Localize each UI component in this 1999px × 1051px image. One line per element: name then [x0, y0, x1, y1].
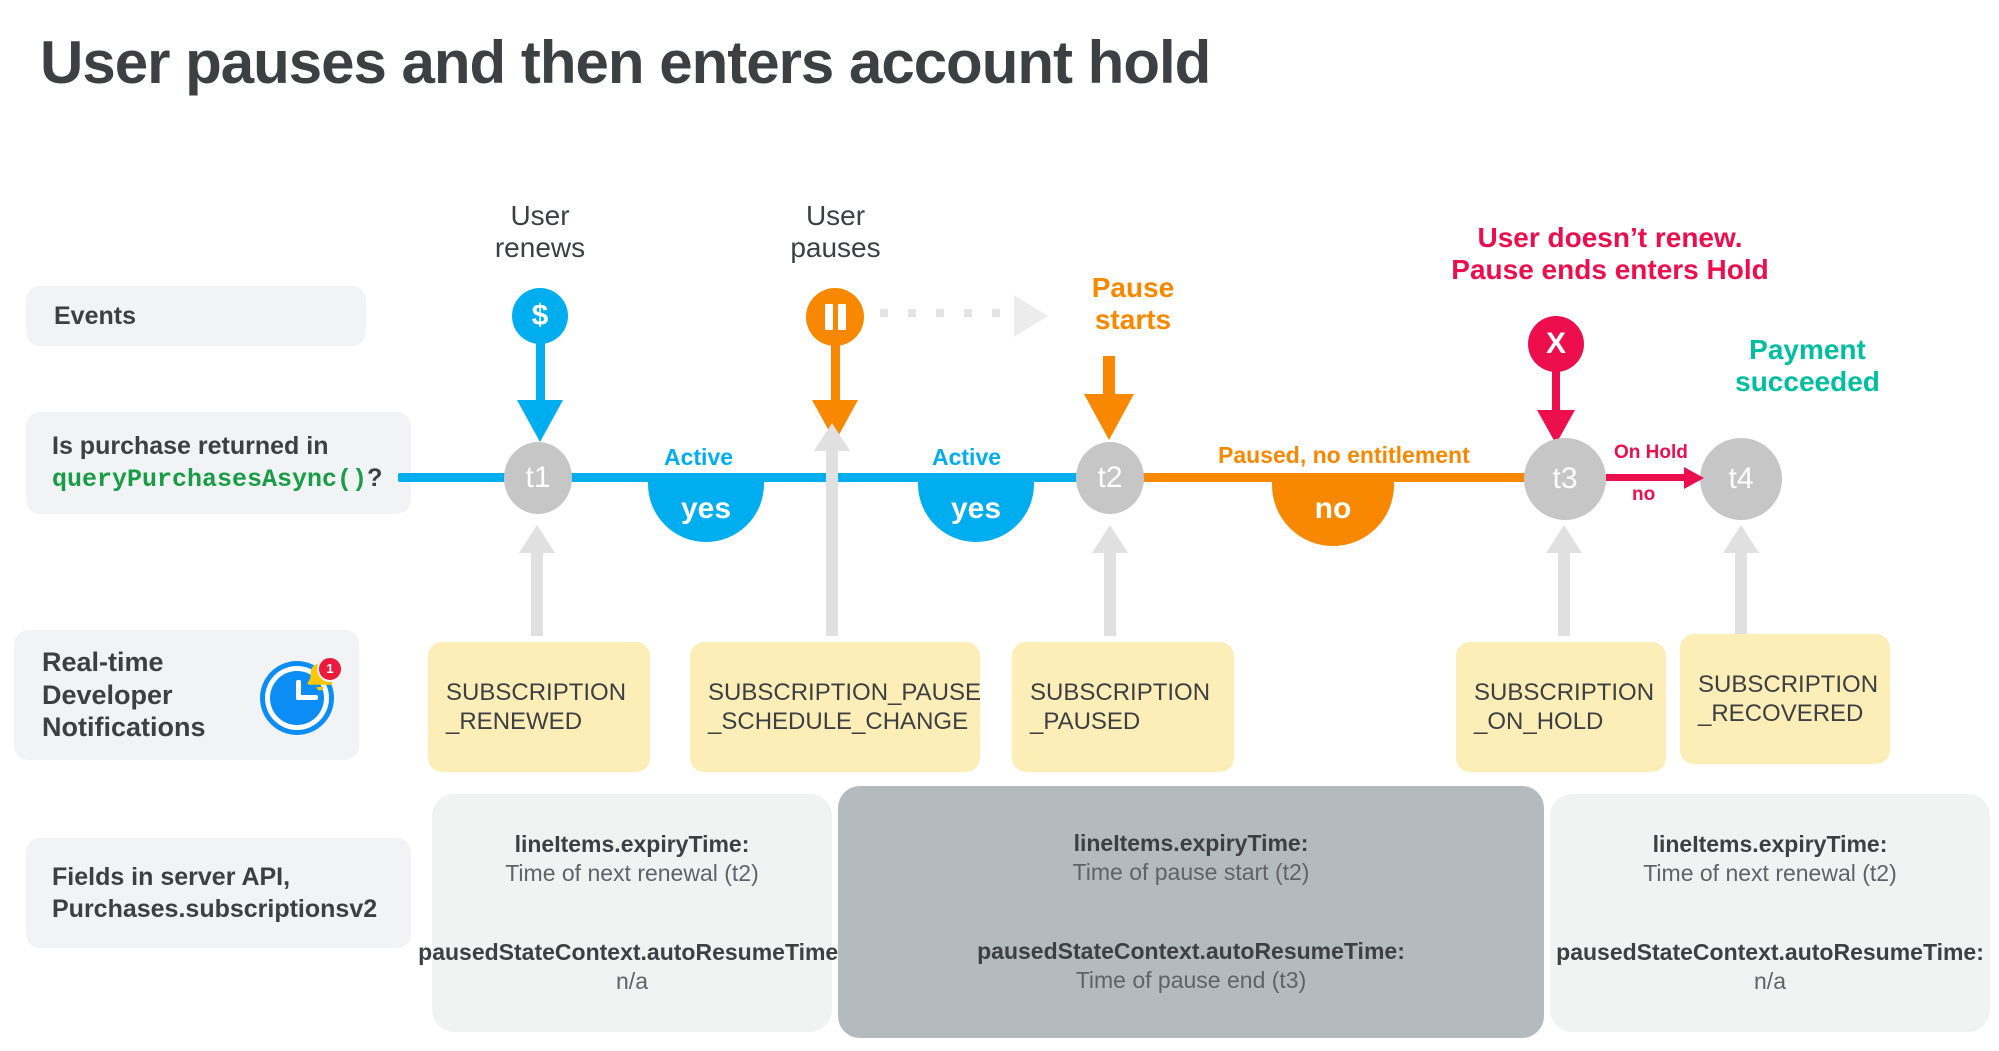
row-label-rtdn: Real-time Developer Notifications 1	[14, 630, 359, 760]
uparrow-shaft-1	[531, 548, 543, 636]
field-expiry-renewal: lineItems.expiryTime: Time of next renew…	[505, 831, 759, 887]
event-icon-dollar: $	[512, 288, 568, 344]
segment-label-on-hold: On Hold	[1614, 442, 1688, 463]
notification-count-badge: 1	[317, 656, 343, 682]
arrow-shaft-no-renew	[1552, 370, 1560, 414]
uparrow-head-2	[814, 423, 850, 451]
uparrow-head-4	[1546, 525, 1582, 553]
answer-badge-no-on-hold: no	[1632, 484, 1656, 505]
purchase-question-code: queryPurchasesAsync()	[52, 465, 368, 494]
event-label-payment-succeeded: Payment succeeded	[1735, 334, 1880, 397]
field-expiry-recovered: lineItems.expiryTime: Time of next renew…	[1643, 831, 1897, 887]
dollar-glyph: $	[531, 299, 549, 332]
rtdn-box-subscription-renewed[interactable]: SUBSCRIPTION _RENEWED	[428, 642, 650, 772]
timeline-node-t3[interactable]: t3	[1524, 438, 1606, 520]
rtdn-box-subscription-paused[interactable]: SUBSCRIPTION _PAUSED	[1012, 642, 1234, 772]
timeline-node-t1[interactable]: t1	[504, 442, 572, 514]
on-hold-arrow-shaft	[1606, 474, 1690, 481]
event-label-user-renews: User renews	[494, 200, 586, 263]
rtdn-box-subscription-pause-schedule-change[interactable]: SUBSCRIPTION_PAUSE _SCHEDULE_CHANGE	[690, 642, 981, 772]
timeline-track-active	[398, 473, 1490, 482]
rtdn-box-subscription-recovered[interactable]: SUBSCRIPTION _RECOVERED	[1680, 634, 1890, 764]
timeline-node-t4[interactable]: t4	[1700, 438, 1782, 520]
event-icon-x: X	[1528, 316, 1584, 372]
event-label-user-pauses: User pauses	[790, 200, 881, 263]
uparrow-head-3	[1092, 525, 1128, 553]
arrow-head-user-renews	[517, 400, 563, 442]
purchase-question-line1: Is purchase returned in	[52, 432, 329, 460]
segment-label-active-2: Active	[932, 444, 1002, 470]
clock-hand-vertical	[296, 680, 301, 700]
page-title: User pauses and then enters account hold	[40, 29, 1211, 96]
ghost-arrow-head	[1014, 295, 1048, 337]
arrow-shaft-user-pauses	[831, 344, 840, 404]
purchase-question-suffix: ?	[367, 464, 383, 492]
arrow-shaft-user-renews	[536, 342, 545, 404]
field-value-resume: Time of pause end (t3)	[1075, 967, 1307, 993]
row-label-server-api-fields: Fields in server API, Purchases.subscrip…	[26, 838, 411, 948]
x-glyph: X	[1545, 327, 1566, 360]
row-label-events: Events	[26, 286, 366, 346]
arrow-shaft-pause-starts	[1103, 356, 1115, 398]
row-label-purchase-returned: Is purchase returned in queryPurchasesAs…	[26, 412, 411, 514]
field-panel-renewal: lineItems.expiryTime: Time of next renew…	[418, 794, 846, 1032]
uparrow-head-5	[1723, 525, 1759, 553]
field-resume-recovered: pausedStateContext.autoResumeTime: n/a	[1556, 939, 1984, 995]
answer-badge-yes-1: yes	[648, 478, 764, 542]
rtdn-box-subscription-on-hold[interactable]: SUBSCRIPTION _ON_HOLD	[1456, 642, 1666, 772]
clock-bell-notification-icon: 1	[261, 656, 343, 734]
field-key-resume: pausedStateContext.autoResumeTime:	[418, 939, 846, 965]
uparrow-shaft-3	[1104, 548, 1116, 636]
row-label-purchase-text: Is purchase returned in queryPurchasesAs…	[52, 430, 382, 496]
segment-label-paused: Paused, no entitlement	[1218, 442, 1470, 468]
answer-badge-yes-2: yes	[918, 478, 1034, 542]
event-label-pause-starts: Pause starts	[1091, 272, 1175, 335]
field-resume-renewal: pausedStateContext.autoResumeTime: n/a	[418, 939, 846, 995]
uparrow-shaft-5	[1735, 548, 1747, 636]
field-panel-pause: lineItems.expiryTime: Time of pause star…	[838, 786, 1544, 1038]
timeline-track-paused	[1108, 473, 1598, 482]
row-label-fields-text: Fields in server API, Purchases.subscrip…	[52, 862, 378, 924]
field-resume-pause: pausedStateContext.autoResumeTime: Time …	[977, 938, 1405, 994]
row-label-rtdn-text: Real-time Developer Notifications	[42, 647, 206, 743]
field-key-resume: pausedStateContext.autoResumeTime:	[977, 938, 1405, 964]
field-key-resume: pausedStateContext.autoResumeTime:	[1556, 939, 1984, 965]
event-icon-pause	[806, 288, 864, 346]
on-hold-arrow-head	[1684, 467, 1704, 489]
uparrow-shaft-2	[826, 446, 838, 636]
event-label-user-doesnt-renew: User doesn’t renew. Pause ends enters Ho…	[1451, 222, 1769, 285]
row-label-events-text: Events	[54, 301, 136, 330]
uparrow-head-1	[519, 525, 555, 553]
segment-label-active-1: Active	[664, 444, 734, 470]
uparrow-shaft-4	[1558, 548, 1570, 636]
field-key-expiry: lineItems.expiryTime:	[514, 831, 750, 857]
field-key-expiry: lineItems.expiryTime:	[1652, 831, 1888, 857]
timeline-node-t2[interactable]: t2	[1076, 442, 1144, 514]
pause-bar-right	[837, 304, 846, 330]
clock-hand-horizontal	[296, 695, 318, 700]
pause-bar-left	[824, 304, 833, 330]
field-expiry-pause: lineItems.expiryTime: Time of pause star…	[1073, 830, 1310, 886]
field-key-expiry: lineItems.expiryTime:	[1073, 830, 1309, 856]
answer-badge-no-paused: no	[1272, 478, 1394, 546]
field-value-expiry: Time of next renewal (t2)	[1643, 860, 1897, 886]
field-value-resume: n/a	[1754, 968, 1786, 994]
field-value-resume: n/a	[616, 968, 648, 994]
field-value-expiry: Time of pause start (t2)	[1072, 859, 1310, 885]
arrow-head-pause-starts	[1084, 394, 1134, 440]
field-panel-recovered: lineItems.expiryTime: Time of next renew…	[1550, 794, 1990, 1032]
field-value-expiry: Time of next renewal (t2)	[505, 860, 759, 886]
